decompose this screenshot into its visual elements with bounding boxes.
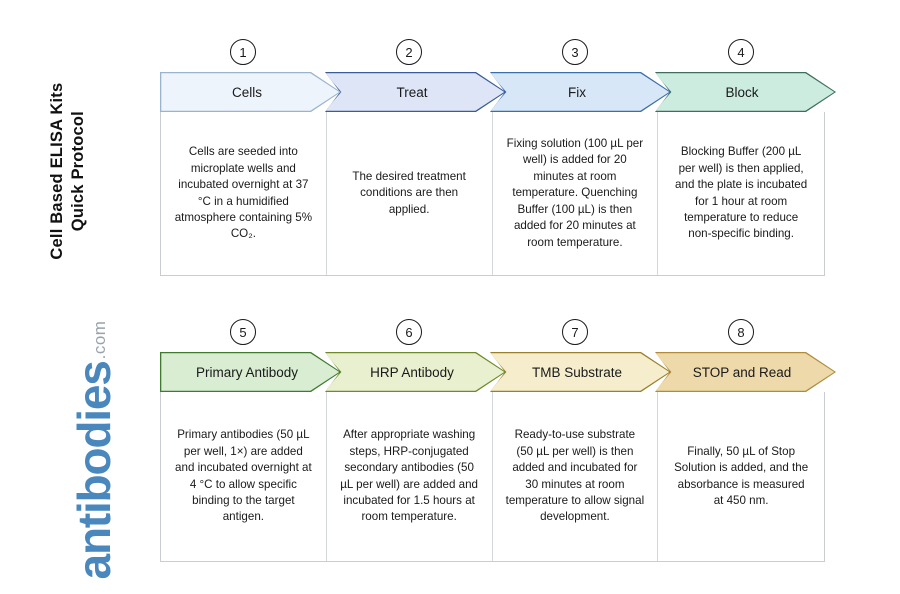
step-number-5: 5 [160, 312, 326, 352]
step-chevron-label: HRP Antibody [370, 364, 454, 380]
protocol-row-2: 5 6 7 8 Primary Antibody HRP Antibody TMB Sub… [160, 312, 844, 562]
step-chevron-track-2: Primary Antibody HRP Antibody TMB Substrat… [160, 352, 844, 392]
step-chevron-label: Block [725, 84, 759, 100]
step-description-text: The desired treatment conditions are the… [352, 169, 466, 216]
step-description-text: After appropriate washing steps, HRP-con… [340, 428, 478, 524]
step-number-8: 8 [658, 312, 824, 352]
step-number-badge: 3 [562, 39, 588, 65]
step-chevron-track-1: Cells Treat Fix Block [160, 72, 844, 112]
step-chevron-stop-and-read[interactable]: STOP and Read [655, 352, 836, 392]
brand-logo-name: antibodies [67, 361, 120, 580]
step-chevron-tmb-substrate[interactable]: TMB Substrate [490, 352, 671, 392]
step-number-4: 4 [658, 32, 824, 72]
step-chevron-label: STOP and Read [692, 364, 792, 380]
step-description-text: Blocking Buffer (200 µL per well) is the… [675, 145, 808, 241]
step-description-cell: The desired treatment conditions are the… [327, 112, 493, 275]
step-chevron-fix[interactable]: Fix [490, 72, 671, 112]
step-number-1: 1 [160, 32, 326, 72]
step-description-cell: Ready-to-use substrate (50 µL per well) … [493, 392, 659, 561]
step-number-badge: 8 [728, 319, 754, 345]
step-chevron-hrp-antibody[interactable]: HRP Antibody [325, 352, 506, 392]
step-number-badge: 6 [396, 319, 422, 345]
step-chevron-primary-antibody[interactable]: Primary Antibody [160, 352, 341, 392]
chevron-border [325, 72, 506, 112]
step-chevron-label: Treat [396, 84, 428, 100]
step-description-cell: Fixing solution (100 µL per well) is add… [493, 112, 659, 275]
step-description-track-1: Cells are seeded into microplate wells a… [160, 112, 825, 276]
step-chevron-label: Cells [231, 84, 262, 100]
step-chevron-block[interactable]: Block [655, 72, 836, 112]
step-description-text: Ready-to-use substrate (50 µL per well) … [505, 428, 645, 524]
step-number-badge: 1 [230, 39, 256, 65]
step-chevron-label: TMB Substrate [531, 364, 623, 380]
protocol-row-1: 1 2 3 4 Cells Treat Fix Block Cells are seeded… [160, 32, 844, 276]
step-number-track-1: 1 2 3 4 [160, 32, 844, 72]
brand-logo: antibodies .com [55, 305, 120, 594]
step-number-7: 7 [492, 312, 658, 352]
step-number-badge: 4 [728, 39, 754, 65]
step-description-track-2: Primary antibodies (50 µL per well, 1×) … [160, 392, 825, 562]
step-chevron-cells[interactable]: Cells [160, 72, 341, 112]
step-chevron-treat[interactable]: Treat [325, 72, 506, 112]
page-title-line-1: Cell Based ELISA Kits [47, 82, 66, 260]
chevron-border [655, 72, 836, 112]
step-description-text: Finally, 50 µL of Stop Solution is added… [674, 444, 809, 507]
step-description-cell: Primary antibodies (50 µL per well, 1×) … [161, 392, 327, 561]
chevron-border [490, 352, 671, 392]
step-number-track-2: 5 6 7 8 [160, 312, 844, 352]
step-description-text: Primary antibodies (50 µL per well, 1×) … [175, 428, 312, 524]
step-description-text: Cells are seeded into microplate wells a… [174, 145, 313, 241]
step-chevron-label: Fix [568, 84, 586, 100]
step-number-6: 6 [326, 312, 492, 352]
step-description-cell: Finally, 50 µL of Stop Solution is added… [658, 392, 824, 561]
step-number-badge: 7 [562, 319, 588, 345]
page-title-line-2: Quick Protocol [69, 111, 87, 232]
step-number-badge: 5 [230, 319, 256, 345]
step-number-3: 3 [492, 32, 658, 72]
step-number-2: 2 [326, 32, 492, 72]
chevron-border [490, 72, 671, 112]
step-description-text: Fixing solution (100 µL per well) is add… [506, 136, 644, 249]
chevron-border [325, 352, 506, 392]
chevron-border [160, 72, 341, 112]
chevron-border [160, 352, 341, 392]
brand-logo-suffix: .com [90, 320, 109, 360]
step-description-cell: After appropriate washing steps, HRP-con… [327, 392, 493, 561]
page-title: Cell Based ELISA Kits Quick Protocol [47, 41, 89, 301]
chevron-border [655, 352, 836, 392]
step-description-cell: Blocking Buffer (200 µL per well) is the… [658, 112, 824, 275]
step-description-cell: Cells are seeded into microplate wells a… [161, 112, 327, 275]
step-chevron-label: Primary Antibody [195, 364, 299, 380]
step-number-badge: 2 [396, 39, 422, 65]
